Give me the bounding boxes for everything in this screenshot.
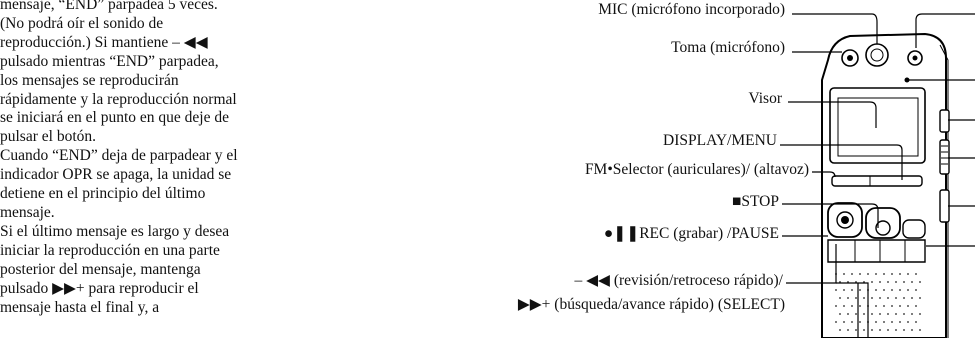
label-mic-jack-text: Toma (micrófono) [671, 39, 785, 56]
body-text-column: mensaje, “END” parpadea 5 veces. (No pod… [0, 0, 315, 317]
leader-right-1 [915, 13, 975, 48]
leader-mic [792, 13, 878, 44]
label-rec-pause-text: ●❚❚REC (grabar) /PAUSE [603, 225, 779, 242]
label-rec-pause: ●❚❚REC (grabar) /PAUSE [604, 224, 779, 243]
label-display-menu: DISPLAY/MENU [663, 131, 777, 150]
paragraph-playback-end: mensaje, “END” parpadea 5 veces. (No pod… [0, 0, 315, 147]
text-line: detiene en el principio del último [0, 185, 206, 203]
label-mic-text: MIC (micrófono incorporado) [598, 1, 785, 18]
label-review-text: – ◀◀ (revisión/retroceso rápido)/ [574, 272, 784, 289]
label-visor: Visor [748, 89, 782, 108]
built-in-mic-icon [865, 43, 889, 67]
control-row [827, 239, 926, 263]
text-line: (No podrá oír el sonido de [0, 14, 164, 32]
side-switch [939, 109, 950, 133]
leader-cue [836, 282, 869, 338]
text-line: mensaje hasta el final y, a [0, 298, 160, 316]
text-line: pulsado mientras “END” parpadea, [0, 52, 219, 70]
leader-stop [782, 203, 879, 228]
label-cue: ▶▶+ (búsqueda/avance rápido) (SELECT) [518, 295, 785, 314]
leader-fm-selector [812, 171, 836, 178]
speaker-grille [835, 273, 921, 331]
recorder-body-edge [939, 44, 949, 338]
text-line: posterior del mensaje, mantenga [0, 260, 201, 278]
text-line: reproducción.) Si mantiene – ◀◀ [0, 33, 208, 51]
text-line: pulsado ▶▶+ para reproducir el [0, 279, 199, 297]
label-mic-jack: Toma (micrófono) [671, 38, 785, 57]
label-cue-text: ▶▶+ (búsqueda/avance rápido) (SELECT) [517, 296, 785, 313]
label-fm-selector-text: FM•Selector (auriculares)/ (altavoz) [584, 161, 809, 178]
opr-indicator-icon [904, 77, 910, 83]
text-line: se iniciará en el punto en que deje de [0, 109, 229, 127]
label-visor-text: Visor [748, 90, 782, 107]
hold-switch [939, 189, 950, 223]
label-mic: MIC (micrófono incorporado) [598, 0, 785, 19]
label-display-menu-text: DISPLAY/MENU [663, 132, 777, 149]
leader-visor [788, 101, 877, 128]
text-line: mensaje, “END” parpadea 5 veces. [0, 0, 218, 13]
label-stop: ■STOP [732, 192, 779, 211]
text-line: pulsar el botón. [0, 128, 96, 146]
label-review: – ◀◀ (revisión/retroceso rápido)/ [575, 271, 784, 290]
text-line: mensaje. [0, 203, 55, 221]
label-fm-selector: FM•Selector (auriculares)/ (altavoz) [585, 160, 809, 179]
fm-selector [831, 175, 923, 187]
text-line: los mensajes se reproducirán [0, 71, 179, 89]
jog-dial [939, 139, 950, 175]
text-line: iniciar la reproducción en una parte [0, 241, 220, 259]
text-line: rápidamente y la reproducción normal [0, 90, 237, 108]
paragraph-opr-indicator: Cuando “END” deja de parpadear y el indi… [0, 147, 315, 223]
text-line: Cuando “END” deja de parpadear y el [0, 147, 238, 165]
paragraph-long-message: Si el último mensaje es largo y desea in… [0, 223, 315, 318]
label-stop-text: ■STOP [732, 193, 779, 210]
text-line: indicador OPR se apaga, la unidad se [0, 166, 232, 184]
play-button [902, 219, 926, 239]
leader-lines [780, 13, 975, 338]
text-line: Si el último mensaje es largo y desea [0, 222, 230, 240]
leader-display-menu [780, 144, 903, 180]
